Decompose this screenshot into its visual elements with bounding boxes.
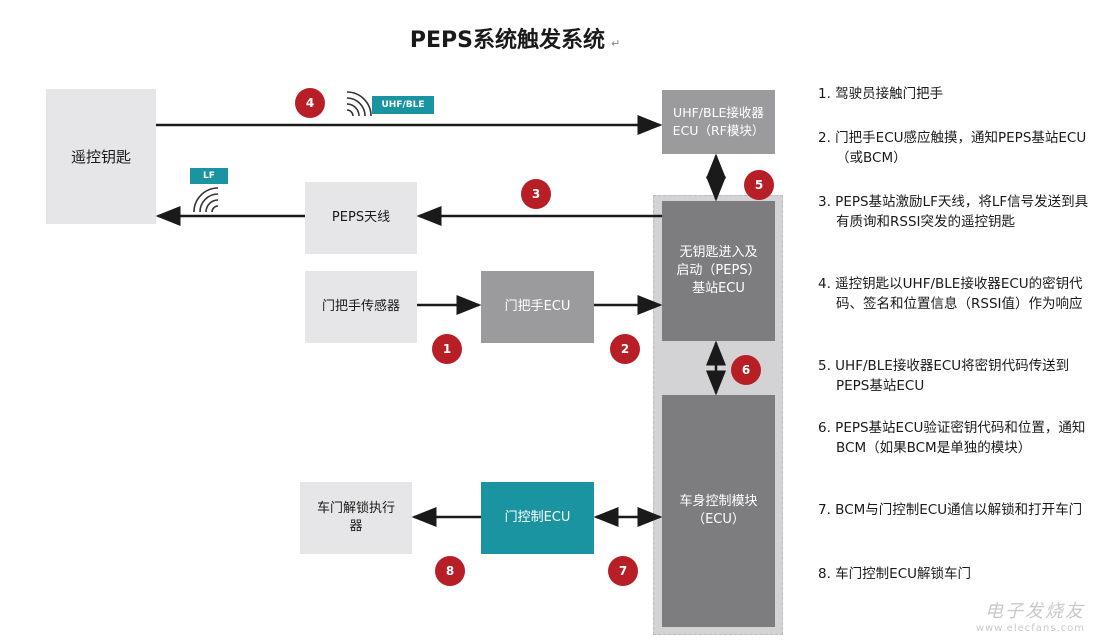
badge-number: 2	[620, 342, 630, 356]
step-badge-5: 5	[744, 170, 774, 200]
bcm-node: 车身控制模块（ECU）	[662, 395, 775, 627]
step-text: 1. 驾驶员接触门把手	[818, 86, 944, 102]
door-unlock-actuator-node: 车门解锁执行器	[300, 482, 412, 554]
door-unlock-actuator-label: 车门解锁执行器	[316, 501, 395, 534]
step-text: 6. PEPS基站ECU验证密钥代码和位置，通知BCM（如果BCM是单独的模块）	[818, 420, 1086, 456]
diagram-title: PEPS系统触发系统 ↵	[0, 22, 1030, 54]
badge-number: 6	[741, 363, 751, 377]
step-item: 8. 车门控制ECU解锁车门	[818, 564, 1094, 584]
step-item: 1. 驾驶员接触门把手	[818, 84, 1094, 104]
return-mark: ↵	[610, 37, 621, 50]
badge-number: 8	[445, 564, 455, 578]
uhf-ble-tag: UHF/BLE	[372, 96, 434, 114]
key-fob-label: 遥控钥匙	[70, 147, 131, 166]
step-text: 4. 遥控钥匙以UHF/BLE接收器ECU的密钥代码、签名和位置信息（RSSI值…	[818, 276, 1083, 312]
uhf-receiver-node: UHF/BLE接收器ECU（RF模块）	[662, 90, 775, 154]
badge-number: 7	[618, 564, 628, 578]
step-badge-8: 8	[435, 556, 465, 586]
uhf-ble-tag-label: UHF/BLE	[381, 100, 425, 110]
door-control-ecu-label: 门控制ECU	[504, 510, 571, 525]
door-control-ecu-node: 门控制ECU	[481, 482, 594, 554]
bcm-label: 车身控制模块（ECU）	[679, 494, 758, 527]
door-handle-sensor-label: 门把手传感器	[321, 299, 400, 314]
watermark-brand: 电子发烧友	[985, 601, 1085, 622]
step-item: 7. BCM与门控制ECU通信以解锁和打开车门	[818, 500, 1094, 520]
step-item: 4. 遥控钥匙以UHF/BLE接收器ECU的密钥代码、签名和位置信息（RSSI值…	[818, 274, 1094, 314]
step-badge-6: 6	[731, 355, 761, 385]
peps-antenna-node: PEPS天线	[305, 182, 417, 254]
step-item: 3. PEPS基站激励LF天线，将LF信号发送到具有质询和RSSI突发的遥控钥匙	[818, 192, 1094, 232]
watermark-url: www.elecfans.com	[975, 623, 1085, 634]
peps-antenna-label: PEPS天线	[331, 210, 391, 225]
title-text: PEPS系统触发系统	[409, 28, 605, 53]
door-handle-ecu-node: 门把手ECU	[481, 271, 594, 343]
step-text: 7. BCM与门控制ECU通信以解锁和打开车门	[818, 502, 1083, 518]
step-text: 2. 门把手ECU感应触摸，通知PEPS基站ECU（或BCM）	[818, 130, 1087, 166]
step-text: 8. 车门控制ECU解锁车门	[818, 566, 972, 582]
badge-number: 5	[754, 178, 764, 192]
badge-number: 4	[305, 96, 315, 110]
step-badge-7: 7	[608, 556, 638, 586]
step-text: 5. UHF/BLE接收器ECU将密钥代码传送到PEPS基站ECU	[818, 358, 1070, 394]
step-item: 5. UHF/BLE接收器ECU将密钥代码传送到PEPS基站ECU	[818, 356, 1094, 396]
watermark: 电子发烧友 www.elecfans.com	[976, 597, 1085, 634]
step-badge-4: 4	[295, 88, 325, 118]
badge-number: 3	[531, 187, 541, 201]
door-handle-ecu-label: 门把手ECU	[504, 299, 571, 314]
step-badge-3: 3	[521, 179, 551, 209]
step-badge-2: 2	[610, 334, 640, 364]
step-item: 6. PEPS基站ECU验证密钥代码和位置，通知BCM（如果BCM是单独的模块）	[818, 418, 1094, 458]
key-fob-node: 遥控钥匙	[46, 89, 156, 224]
peps-base-ecu-label: 无钥匙进入及启动（PEPS）基站ECU	[676, 245, 761, 296]
lf-tag: LF	[190, 168, 228, 184]
step-item: 2. 门把手ECU感应触摸，通知PEPS基站ECU（或BCM）	[818, 128, 1094, 168]
lf-wave-icon	[193, 187, 219, 213]
badge-number: 1	[442, 342, 452, 356]
uhf-wave-icon	[346, 91, 372, 117]
lf-tag-label: LF	[203, 171, 215, 181]
peps-base-ecu-node: 无钥匙进入及启动（PEPS）基站ECU	[662, 201, 775, 341]
step-badge-1: 1	[432, 334, 462, 364]
uhf-receiver-label: UHF/BLE接收器ECU（RF模块）	[672, 105, 765, 138]
step-text: 3. PEPS基站激励LF天线，将LF信号发送到具有质询和RSSI突发的遥控钥匙	[818, 194, 1089, 230]
door-handle-sensor-node: 门把手传感器	[305, 271, 417, 343]
